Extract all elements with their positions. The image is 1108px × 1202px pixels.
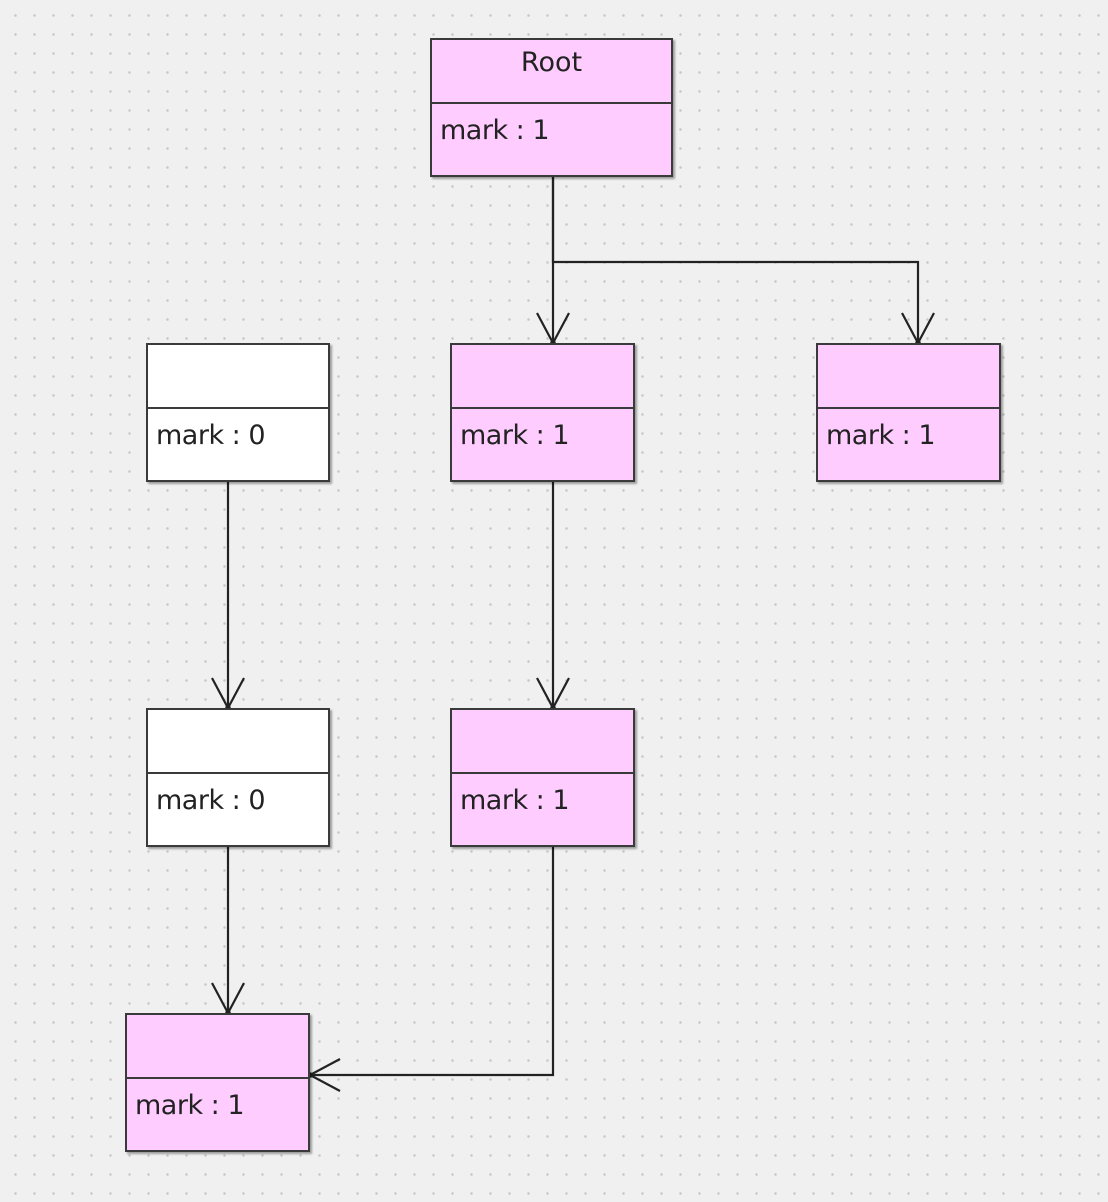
node-name — [452, 345, 633, 409]
node-attribute: mark : 1 — [440, 115, 550, 146]
node-pink-middle-top[interactable]: mark : 1 — [450, 343, 635, 482]
node-attribute: mark : 1 — [135, 1090, 245, 1121]
node-name — [452, 710, 633, 774]
node-root[interactable]: Root mark : 1 — [430, 38, 673, 177]
node-pink-bottom[interactable]: mark : 1 — [125, 1013, 310, 1152]
node-pink-right[interactable]: mark : 1 — [816, 343, 1001, 482]
node-white-middle[interactable]: mark : 0 — [146, 708, 330, 847]
node-attribute: mark : 0 — [156, 420, 266, 451]
node-attribute: mark : 1 — [460, 420, 570, 451]
edge-root-to-pink-right[interactable] — [551, 177, 920, 343]
node-name — [818, 345, 999, 409]
node-name: Root — [432, 40, 671, 104]
edge-pink-middle-bottom-to-pink-bottom[interactable] — [310, 847, 555, 1077]
node-attribute: mark : 0 — [156, 785, 266, 816]
node-name — [148, 710, 328, 774]
node-name — [127, 1015, 308, 1079]
node-attribute: mark : 1 — [826, 420, 936, 451]
node-attribute: mark : 1 — [460, 785, 570, 816]
node-pink-middle-bottom[interactable]: mark : 1 — [450, 708, 635, 847]
node-name — [148, 345, 328, 409]
node-white-top[interactable]: mark : 0 — [146, 343, 330, 482]
